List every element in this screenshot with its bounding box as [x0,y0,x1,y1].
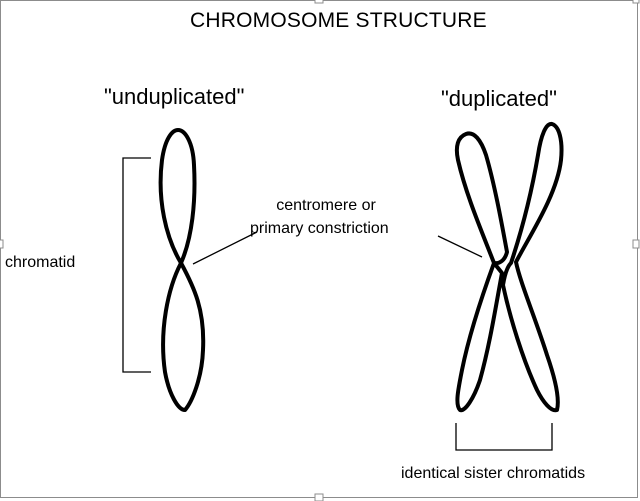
chromatid-upper-arm [158,128,197,265]
diagram-title: CHROMOSOME STRUCTURE [190,9,487,32]
label-unduplicated: "unduplicated" [104,84,245,109]
label-centromere-line1: centromere or [276,197,376,214]
chromatid-bracket [122,157,151,373]
label-chromatid: chromatid [5,254,76,271]
centromere-pointer-right [437,235,483,258]
label-duplicated: "duplicated" [441,86,557,111]
unduplicated-chromosome [158,128,206,412]
sister-chromatid-right [501,122,564,413]
chromatid-lower-arm [161,261,206,412]
centromere-pointer-left [192,231,258,265]
sister-chromatid-left [454,131,509,413]
duplicated-chromosome [454,122,564,413]
label-sister-chromatids: identical sister chromatids [401,465,586,482]
label-centromere-line2: primary constriction [250,220,389,237]
sister-chromatids-bracket [455,423,553,451]
